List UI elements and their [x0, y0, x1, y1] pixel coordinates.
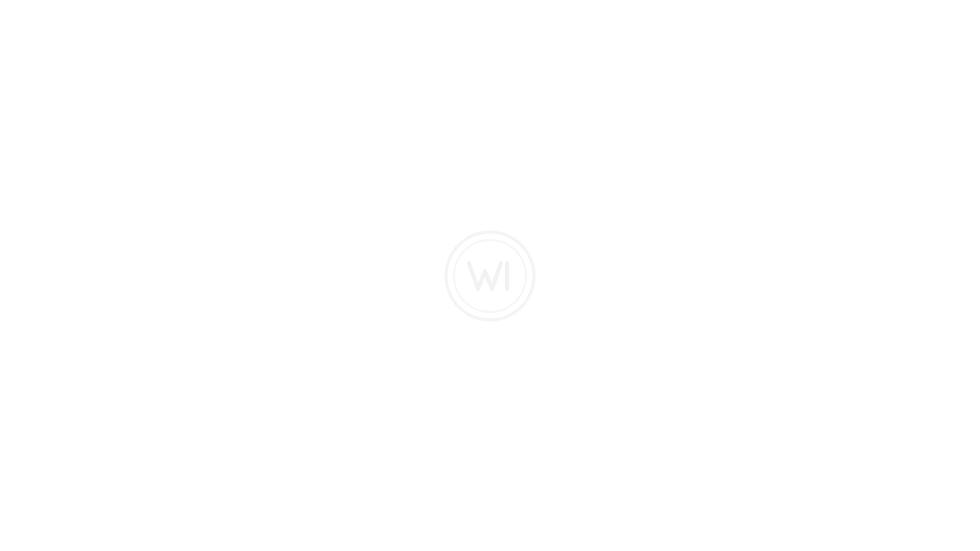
loading-indicator: [443, 229, 537, 323]
wordpress-logo-icon: [444, 230, 536, 322]
